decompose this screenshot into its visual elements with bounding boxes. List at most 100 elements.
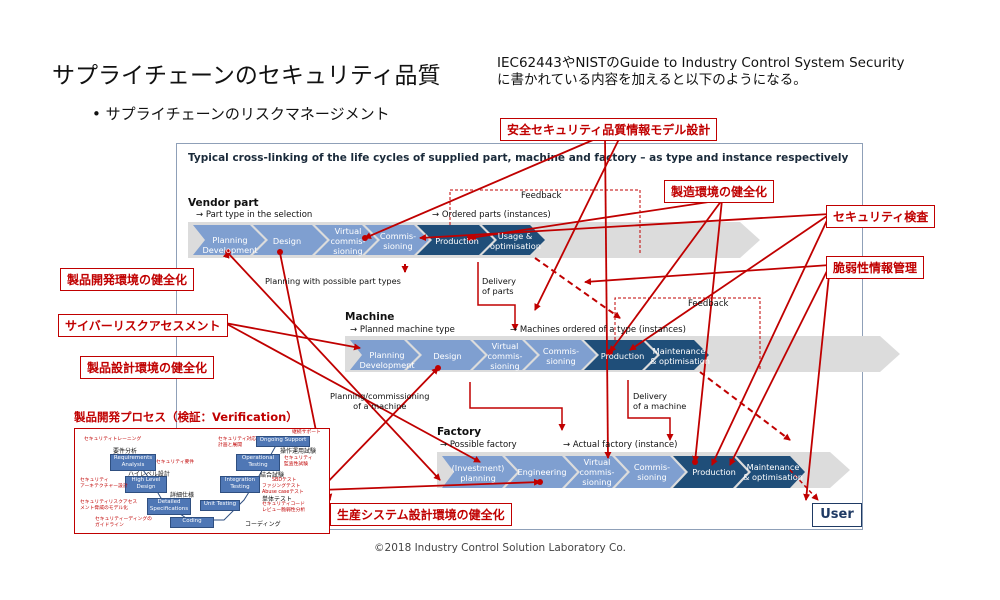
flow-planning-machine	[469, 382, 566, 431]
machine-title: Machine	[345, 311, 395, 323]
v-red-label: セキュリティコード レビュー脆弱性分析	[262, 502, 306, 513]
factory-step-production	[673, 456, 748, 488]
v-label: 詳細仕様	[170, 492, 195, 499]
flow-label-delivery-parts: Delivery of parts	[482, 276, 516, 296]
callout-vuln-mgmt: 脆弱性情報管理	[826, 256, 925, 279]
flow-usage-dash	[534, 257, 621, 319]
panel-title: Typical cross-linking of the life cycles…	[188, 152, 849, 164]
reference-line-1: IEC62443やNISTのGuide to Industry Control …	[497, 55, 905, 71]
callout-security-inspection: セキュリティ検査	[826, 205, 936, 228]
v-red-label: セキュリティ対応 計画と展開	[218, 437, 257, 448]
factory-step-label: Maintenance & optimisation	[743, 462, 803, 482]
flow-label-delivery-machine: Delivery of a machine	[633, 391, 687, 411]
user-box: User	[812, 503, 862, 527]
machine-step-virtual	[473, 340, 537, 370]
v-box-ongoing: Ongoing Support	[256, 436, 310, 447]
v-label: コーディング	[245, 521, 281, 528]
factory-step-label: Virtual commis- sioning	[579, 457, 615, 487]
machine-step-label: Maintenance & optimisation	[650, 346, 710, 366]
machine-step-design	[407, 340, 485, 370]
factory-steps	[442, 456, 805, 488]
callout-mfg-env: 製造環境の健全化	[664, 180, 775, 203]
vendor-step-label: Design	[272, 236, 302, 246]
machine-step-label: Production	[600, 351, 645, 361]
factory-title: Factory	[437, 426, 482, 438]
machine-steps	[350, 340, 709, 370]
factory-step-maintenance	[736, 456, 805, 488]
vendor-title: Vendor part	[188, 197, 259, 209]
bullet-text: • サプライチェーンのリスクマネージメント	[92, 105, 390, 123]
v-red-label: 継続サポート	[292, 430, 321, 435]
machine-step-label: Commis- sioning	[542, 346, 580, 366]
v-label: 単体テスト	[262, 496, 293, 503]
vendor-step-planning	[193, 225, 265, 255]
copyright: ©2018 Industry Control Solution Laborato…	[374, 542, 626, 554]
machine-step-label: Virtual commis- sioning	[487, 341, 523, 371]
v-box-high-level: High Level Design	[125, 476, 167, 493]
vendor-instance-label: → Ordered parts (instances)	[432, 210, 551, 220]
v-label: ハイレベル設計	[128, 471, 170, 478]
v-box-detailed: Detailed Specifications	[147, 498, 191, 515]
vendor-step-label: Usage & optimisation	[490, 231, 541, 251]
vendor-step-design	[253, 225, 327, 255]
feedback-label-machine: Feedback	[688, 299, 729, 309]
vendor-step-commissioning	[365, 225, 429, 255]
v-red-label: セキュリティ 監査性試験	[284, 456, 313, 467]
vendor-step-label: Planning Development	[202, 235, 258, 255]
machine-step-production	[584, 340, 657, 370]
reference-line-2: に書かれている内容を加えると以下のようになる。	[497, 72, 807, 88]
machine-instance-label: → Machines ordered of a type (instances)	[510, 325, 686, 335]
flow-delivery-parts	[477, 262, 519, 331]
factory-step-label: Production	[692, 467, 736, 477]
v-red-label: セキュリティーディングの ガイドライン	[95, 517, 152, 528]
factory-type-label: → Possible factory	[440, 440, 517, 450]
machine-step-maintenance	[645, 340, 709, 370]
reference-text: IEC62443やNISTのGuide to Industry Control …	[497, 55, 905, 89]
v-box-unit-testing: Unit Testing	[200, 500, 240, 511]
feedback-loop-machine	[614, 297, 761, 370]
vendor-step-label: Production	[435, 236, 479, 246]
vendor-step-virtual	[315, 225, 377, 255]
v-box-integration: Integration Testing	[220, 476, 260, 493]
factory-step-engineering	[505, 456, 577, 488]
v-box-operational: Operational Testing	[236, 454, 280, 471]
flow-label-planning-parts: Planning with possible part types	[265, 276, 401, 286]
factory-instance-label: → Actual factory (instance)	[563, 440, 678, 450]
v-label: 要件分析	[113, 448, 138, 455]
v-red-label: ファジングテスト Abuse caseテスト	[262, 484, 304, 495]
v-box-coding: Coding	[170, 517, 214, 528]
vendor-steps	[193, 225, 545, 255]
machine-step-label: Design	[433, 351, 462, 361]
callout-connectors	[222, 136, 831, 501]
factory-step-planning	[442, 456, 517, 488]
page-title: サプライチェーンのセキュリティ品質	[52, 63, 441, 89]
callout-prod-sys-env: 生産システム設計環境の健全化	[330, 503, 512, 526]
callout-cyber-risk: サイバーリスクアセスメント	[58, 314, 228, 337]
v-red-label: セキュリティ アーキテクチャー設計	[80, 478, 128, 489]
factory-step-virtual	[565, 456, 627, 488]
machine-type-label: → Planned machine type	[350, 325, 455, 335]
machine-step-label: Planning Development	[359, 350, 415, 370]
v-label: 操作運用試験	[280, 448, 317, 455]
v-red-label: セキュリティトレーニング	[84, 437, 142, 442]
machine-step-planning	[350, 340, 419, 370]
callout-dev-env: 製品開発環境の健全化	[60, 268, 195, 291]
verification-title: 製品開発プロセス（検証：Verification）	[74, 410, 298, 424]
machine-step-commissioning	[525, 340, 596, 370]
v-red-label: セキュリティリスクアセス メント脅威のモデル化	[80, 500, 138, 511]
bullet-label: サプライチェーンのリスクマネージメント	[105, 105, 390, 123]
vendor-step-label: Virtual commis- sioning	[330, 226, 366, 256]
v-label: 結合試験	[260, 472, 285, 479]
factory-step-label: Commis- sioning	[633, 462, 671, 482]
flow-label-planning-machine: Planning/commissioning of a machine	[330, 391, 430, 411]
feedback-loop-vendor	[449, 189, 641, 255]
vendor-type-label: → Part type in the selection	[196, 210, 313, 220]
callout-design-env: 製品設計環境の健全化	[80, 356, 215, 379]
v-red-label: セキュリティ要件	[156, 460, 195, 465]
flow-delivery-machine	[627, 380, 674, 441]
factory-step-label: Engineering	[517, 467, 567, 477]
factory-step-commissioning	[615, 456, 685, 488]
factory-step-label: (Investment) planning	[451, 463, 505, 483]
v-red-label: SBDテスト	[272, 478, 297, 483]
